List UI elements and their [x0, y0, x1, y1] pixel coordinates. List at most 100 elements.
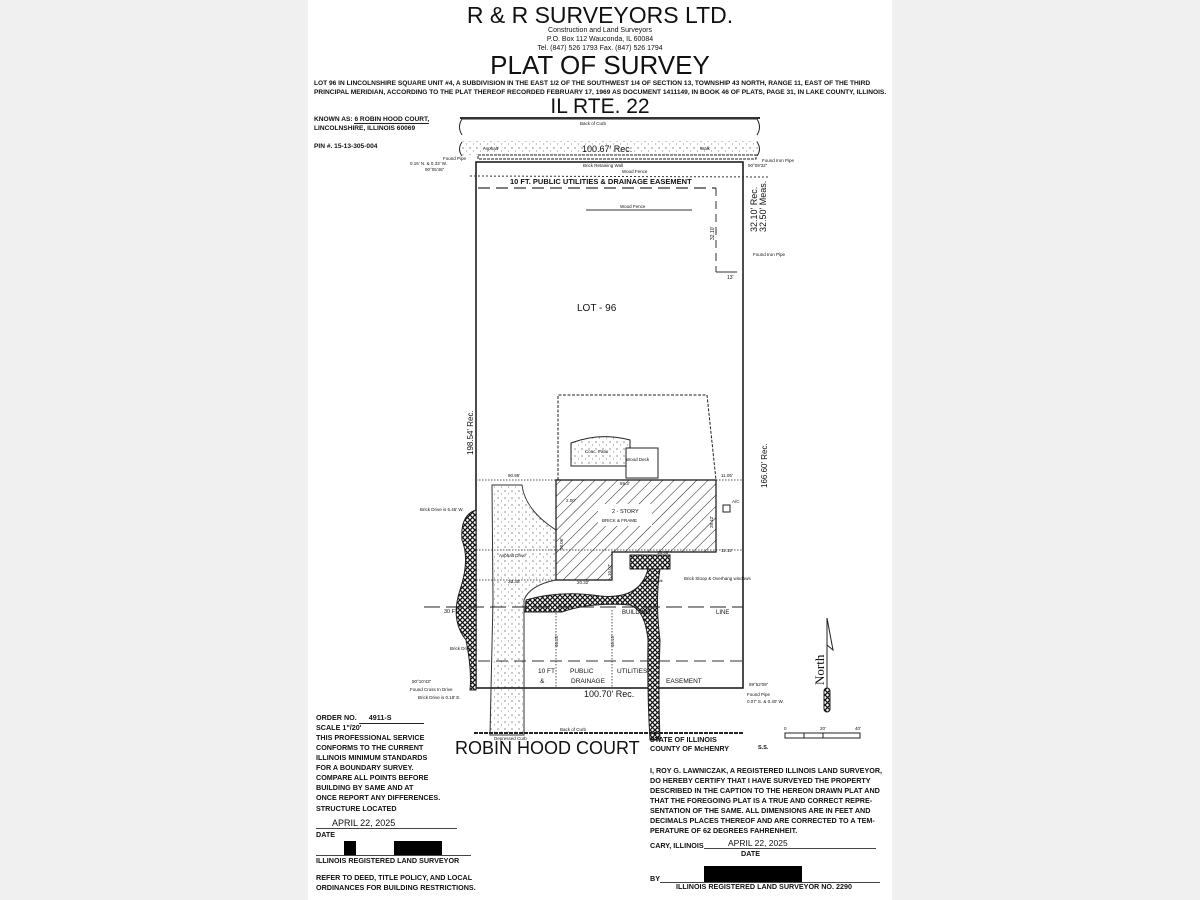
- back-of-curb-label: Back of Curb: [580, 121, 607, 126]
- rear-fence: [557, 394, 717, 481]
- left-signature-redaction: [344, 841, 356, 856]
- refer-line-2: ORDINANCES FOR BUILDING RESTRICTIONS.: [316, 883, 476, 892]
- left-date-value: APRIL 22, 2025: [316, 818, 457, 829]
- house-type: 2 - STORY: [612, 509, 639, 515]
- pin-number: PIN #. 15-13-305-004: [314, 143, 378, 150]
- by-label: BY: [650, 874, 660, 883]
- plat-document: R & R SURVEYORS LTD. Construction and La…: [308, 0, 892, 900]
- wood-fence-label-2: Wood Fence: [620, 204, 646, 209]
- standards-line-6: BUILDING BY SAME AND AT: [316, 783, 414, 792]
- north-arrow: North: [812, 617, 834, 713]
- ss-label: S.S.: [758, 745, 769, 751]
- north-street: IL RTE. 22: [550, 95, 650, 118]
- il-rte-22-road: [459, 117, 760, 160]
- order-number: ORDER NO. 4911-S: [316, 713, 424, 725]
- company-subtitle: Construction and Land Surveyors: [548, 27, 652, 34]
- angle-nw: 90°05'46": [425, 167, 445, 172]
- document-title: PLAT OF SURVEY: [490, 50, 710, 80]
- structure-located: STRUCTURE LOCATED: [316, 804, 397, 813]
- south-easement-utilities: UTILITIES: [617, 668, 648, 675]
- found-pipe-se-offset: 0.07' S. & 0.40' W.: [747, 699, 784, 704]
- left-surveyor-label: ILLINOIS REGISTERED LAND SURVEYOR: [316, 856, 460, 865]
- lot-label: LOT - 96: [577, 303, 617, 314]
- cert-line-2: DO HEREBY CERTIFY THAT I HAVE SURVEYED T…: [650, 776, 871, 785]
- dim-28-42: 28.42': [709, 516, 714, 528]
- known-as: KNOWN AS: 6 ROBIN HOOD COURT,: [314, 116, 430, 124]
- brick-walk: [524, 568, 661, 741]
- north-easement-label: 10 FT. PUBLIC UTILITIES & DRAINAGE EASEM…: [510, 177, 692, 186]
- patio-label: Conc. Patio: [585, 449, 609, 454]
- south-street: ROBIN HOOD COURT: [455, 738, 640, 758]
- right-signature-line: [660, 882, 880, 883]
- south-record-dimension: 100.70' Rec.: [584, 689, 634, 699]
- cert-line-5: SENTATION OF THE SAME. ALL DIMENSIONS AR…: [650, 806, 871, 815]
- legal-description: LOT 96 IN LINCOLNSHIRE SQUARE UNIT #4, A…: [314, 80, 887, 96]
- angle-se: 89°52'09": [749, 682, 769, 687]
- scale-bar: 0 20' 40': [784, 726, 861, 739]
- brick-drive-east: Brick Drive is 0.18' E.: [418, 695, 461, 700]
- found-pipe-nw: Found Pipe: [443, 156, 467, 161]
- dim-32-10: 32.10': [710, 226, 716, 240]
- dim-10-07: 10.07': [607, 564, 612, 576]
- south-easement-amp: &: [540, 678, 545, 685]
- address-line2: LINCOLNSHIRE, ILLINOIS 60069: [314, 125, 416, 132]
- brick-drive: [455, 509, 477, 691]
- order-label: ORDER NO.: [316, 713, 357, 722]
- east-record-dimension: 32.10' Rec.: [749, 187, 759, 232]
- left-date-label: DATE: [316, 830, 336, 839]
- wood-fence-label: Wood Fence: [622, 169, 648, 174]
- standards-line-3: ILLINOIS MINIMUM STANDARDS: [316, 753, 428, 762]
- north-label: North: [812, 654, 827, 685]
- left-signature-redaction-2: [394, 841, 442, 856]
- right-date-value: APRIL 22, 2025: [704, 838, 876, 849]
- found-iron-pipe-e: Found Iron Pipe: [753, 252, 786, 257]
- south-easement-10ft: 10 FT: [538, 668, 555, 675]
- east-record-dimension-2: 166.60' Rec.: [760, 443, 769, 488]
- left-signature-line: [316, 855, 471, 856]
- cert-line-7: PERATURE OF 62 DEGREES FAHRENHEIT.: [650, 826, 798, 835]
- brick-walk-label: Brick Walk: [644, 578, 663, 583]
- cert-line-4: THAT THE FOREGOING PLAT IS A TRUE AND CO…: [650, 796, 873, 805]
- depressed-curb-label: Depressed Curb: [494, 736, 527, 741]
- found-iron-pipe-ne: Found Iron Pipe: [762, 158, 795, 163]
- dim-13: 13': [727, 275, 734, 281]
- house-footprint: [555, 479, 717, 581]
- brick-wall-label: Brick Retaining Wall: [583, 163, 623, 168]
- right-surveyor-label: ILLINOIS REGISTERED LAND SURVEYOR NO. 22…: [676, 882, 852, 891]
- scale-text: SCALE 1"/20': [316, 723, 362, 732]
- setback-label: 30 FT.: [444, 609, 460, 615]
- refer-line-1: REFER TO DEED, TITLE POLICY, AND LOCAL: [316, 873, 473, 882]
- dim-18-48: 18.48': [657, 550, 669, 555]
- south-easement-public: PUBLIC: [570, 668, 594, 675]
- dim-20-30: 20.30': [508, 579, 520, 584]
- south-easement-drainage: DRAINAGE: [571, 678, 606, 685]
- dim-40-25: 40.25': [554, 635, 559, 647]
- state-label: STATE OF ILLINOIS: [650, 735, 717, 744]
- ac-unit: [722, 504, 731, 513]
- brick-drive-label: Brick Drive: [450, 646, 472, 651]
- order-value: 4911-S: [358, 713, 424, 725]
- scale-40: 40': [855, 726, 861, 731]
- scale-0: 0: [784, 726, 787, 731]
- north-record-dimension: 100.67' Rec.: [582, 144, 632, 154]
- walk-label: Walk: [700, 146, 711, 151]
- dim-11-12: 11.12': [721, 548, 733, 553]
- asphalt-label: Asphalt: [483, 146, 499, 151]
- brick-drive-note: Brick Drive is 6.45' W.: [420, 507, 464, 512]
- cert-line-1: I, ROY G. LAWNICZAK, A REGISTERED ILLINO…: [650, 766, 883, 775]
- back-of-curb-label-2: Back of Curb: [560, 727, 587, 732]
- found-pipe-nw-offset: 0.15' N. & 0.33' W.: [410, 161, 447, 166]
- angle-sw: 90°10'43": [412, 679, 432, 684]
- known-as-label: KNOWN AS:: [314, 116, 353, 123]
- cert-line-3: DESCRIBED IN THE CAPTION TO THE HEREON D…: [650, 786, 880, 795]
- building-label: BUILDING: [622, 610, 651, 616]
- cert-line-6: DECIMALS PLACES THEREOF AND ARE CORRECTE…: [650, 816, 875, 825]
- standards-line-4: FOR A BOUNDARY SURVEY.: [316, 763, 414, 772]
- east-measured-dimension: 32.50' Meas.: [758, 181, 768, 232]
- dim-east: 11.05': [721, 473, 733, 478]
- found-cross: Found Cross In Drive: [410, 687, 453, 692]
- company-address: P.O. Box 112 Wauconda, IL 60084: [546, 36, 654, 43]
- ac-label: A/C: [732, 499, 740, 504]
- county-label: COUNTY OF McHENRY: [650, 744, 730, 753]
- house-material: BRICK & FRAME: [602, 518, 637, 523]
